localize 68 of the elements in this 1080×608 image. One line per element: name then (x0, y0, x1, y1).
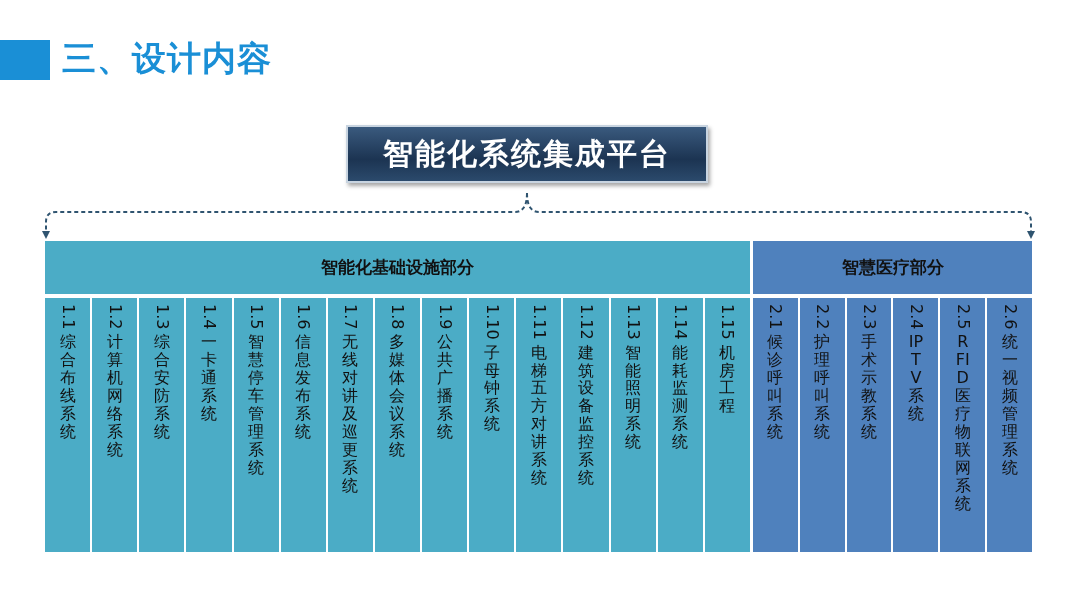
item-number: 1.3 (153, 304, 170, 330)
system-column (91, 297, 139, 553)
system-name: 候诊呼叫系统 (767, 333, 784, 441)
system-column (44, 297, 92, 553)
system-name: 手术示教系统 (861, 333, 878, 441)
item-number: 1.8 (389, 304, 406, 330)
system-name: 综合安防系统 (153, 333, 170, 441)
item-number: 1.2 (106, 304, 123, 330)
system-column (798, 297, 846, 553)
dashed-arrow (526, 192, 1035, 239)
item-number: 1.11 (530, 304, 547, 340)
system-column (185, 297, 233, 553)
system-column (703, 297, 751, 553)
system-column (138, 297, 186, 553)
system-column (939, 297, 987, 553)
system-name: 护理呼叫系统 (814, 333, 831, 441)
item-number: 2.4 (907, 304, 924, 330)
item-number: 2.5 (954, 304, 971, 330)
system-name: 子母钟系统 (483, 343, 500, 434)
system-name: 机房工程 (719, 343, 736, 416)
item-number: 1.10 (483, 304, 500, 340)
section-header: 智慧医疗部分 (752, 240, 1033, 295)
system-name: IPTV系统 (907, 333, 924, 423)
system-column (515, 297, 563, 553)
system-column (373, 297, 422, 553)
item-number: 2.3 (861, 304, 878, 330)
item-number: 1.7 (342, 304, 359, 330)
system-column (752, 297, 799, 553)
system-name: 多媒体会议系统 (389, 333, 406, 459)
item-number: 1.9 (436, 304, 453, 330)
system-name: 能耗监测系统 (672, 343, 689, 452)
system-column (562, 297, 610, 553)
system-name: RFID医疗物联网系统 (954, 333, 971, 513)
system-name: 智能照明系统 (625, 343, 642, 452)
system-column (656, 297, 704, 553)
system-column (326, 297, 374, 553)
system-name: 公共广播系统 (436, 333, 453, 441)
platform-box: 智能化系统集成平台 (346, 125, 708, 183)
system-column (232, 297, 280, 553)
system-name: 建筑设备监控系统 (578, 343, 594, 487)
item-number: 1.4 (200, 304, 217, 330)
item-number: 1.6 (295, 304, 312, 330)
system-column (421, 297, 469, 553)
system-column (986, 297, 1033, 553)
system-name: 计算机网络系统 (106, 333, 123, 459)
page-title: 三、设计内容 (62, 37, 272, 80)
item-number: 1.14 (672, 304, 689, 340)
item-number: 1.15 (719, 304, 736, 340)
item-number: 1.12 (578, 304, 594, 340)
system-column (845, 297, 893, 553)
system-name: 智慧停车管理系统 (248, 333, 265, 477)
item-number: 1.13 (625, 304, 642, 340)
system-column (279, 297, 327, 553)
system-name: 统一视频管理系统 (1001, 333, 1018, 477)
item-number: 2.2 (814, 304, 831, 330)
system-name: 无线对讲及巡更系统 (342, 333, 359, 495)
system-column (609, 297, 657, 553)
item-number: 2.6 (1001, 304, 1018, 330)
item-number: 1.5 (248, 304, 265, 330)
system-column (468, 297, 516, 553)
system-name: 电梯五方对讲系统 (530, 343, 547, 487)
system-name: 综合布线系统 (59, 333, 76, 441)
item-number: 2.1 (767, 304, 784, 330)
system-column (892, 297, 940, 553)
section-header: 智能化基础设施部分 (44, 240, 751, 295)
system-name: 信息发布系统 (295, 333, 312, 441)
item-number: 1.1 (59, 304, 76, 330)
system-name: 一卡通系统 (200, 333, 217, 423)
